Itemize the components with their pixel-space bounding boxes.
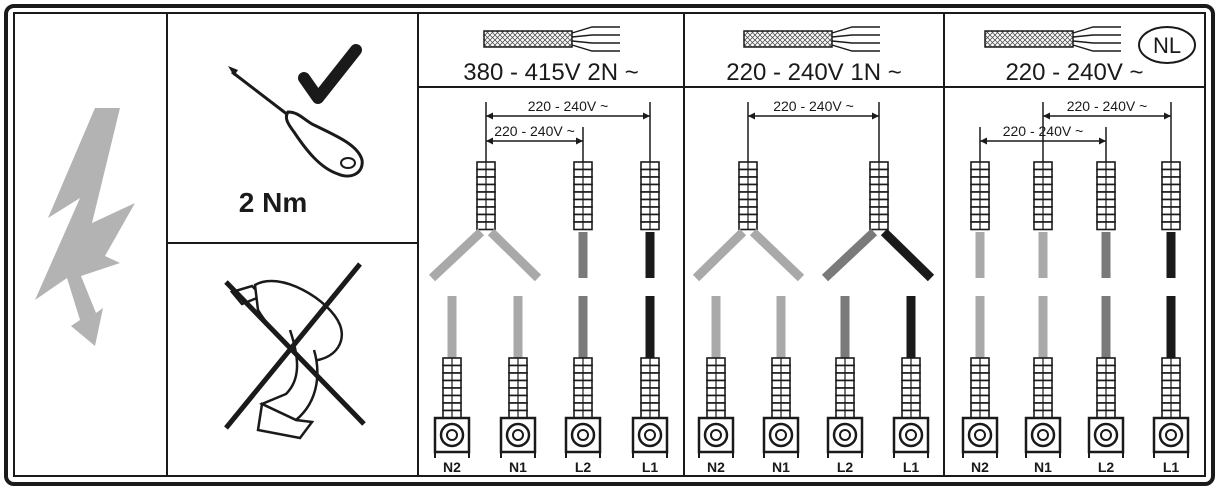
- connector-block: [573, 161, 593, 231]
- terminal-label: L2: [575, 459, 592, 475]
- inner-frame: [13, 12, 1206, 477]
- connector-block: [476, 161, 496, 231]
- terminal-label: N2: [971, 459, 989, 475]
- outer-frame: [4, 4, 1215, 486]
- connector-block: [970, 161, 990, 231]
- terminal-screw-icon: [1024, 416, 1062, 458]
- terminal-screw-icon: [961, 416, 999, 458]
- connector-block: [640, 357, 660, 419]
- terminal-screw-icon: [564, 416, 602, 458]
- connector-block: [771, 357, 791, 419]
- connector-block: [835, 357, 855, 419]
- wire: [487, 228, 542, 282]
- voltage-label: 220 - 240V ~: [773, 98, 854, 114]
- panel-2: 220 - 240V 1N ~ 220 - 240V ~ N2 N1 L2 L1: [692, 26, 935, 475]
- badge-outline: [1138, 26, 1196, 64]
- terminal-screw-icon: [762, 416, 800, 458]
- checkmark-icon: [298, 44, 362, 104]
- lightning-bolt-icon: [35, 108, 135, 346]
- connector-block: [706, 357, 726, 419]
- wire: [692, 228, 747, 282]
- supply-voltage-label: 380 - 415V 2N ~: [463, 59, 638, 86]
- voltage-label: 220 - 240V ~: [494, 123, 575, 139]
- connector-block: [970, 357, 990, 419]
- cable-icon: [743, 26, 880, 52]
- terminal-label: N2: [443, 459, 461, 475]
- terminal-screw-icon: [826, 416, 864, 458]
- cross-out-icon: [224, 262, 366, 430]
- voltage-label: 220 - 240V ~: [528, 98, 609, 114]
- terminal-screw-icon: [1152, 416, 1190, 458]
- connector-block: [640, 161, 660, 231]
- connector-block: [1161, 357, 1181, 419]
- wire: [821, 228, 878, 282]
- connector-block: [901, 357, 921, 419]
- terminal-label: N1: [772, 459, 790, 475]
- terminal-label: L2: [837, 459, 854, 475]
- supply-voltage-label: 220 - 240V ~: [1005, 59, 1143, 86]
- connector-block: [1033, 161, 1053, 231]
- terminal-label: N1: [1034, 459, 1052, 475]
- terminal-screw-icon: [1087, 416, 1125, 458]
- connector-block: [508, 357, 528, 419]
- connector-block: [869, 161, 889, 231]
- wire: [749, 228, 805, 282]
- cable-icon: [984, 26, 1121, 52]
- connector-block: [573, 357, 593, 419]
- power-drill-icon: [229, 279, 343, 440]
- terminal-label: L1: [642, 459, 659, 475]
- terminal-screw-icon: [499, 416, 537, 458]
- terminal-screw-icon: [433, 416, 471, 458]
- wiring-panels: 380 - 415V 2N ~ 220 - 240V ~ 220 - 240V ~ N…: [428, 26, 1196, 475]
- supply-voltage-label: 220 - 240V 1N ~: [726, 59, 901, 86]
- terminal-screw-icon: [631, 416, 669, 458]
- voltage-dimension: 220 - 240V ~: [1043, 98, 1171, 120]
- terminal-screw-icon: [697, 416, 735, 458]
- wire: [880, 228, 935, 282]
- voltage-dimension: 220 - 240V ~: [748, 98, 879, 120]
- country-code: NL: [1153, 33, 1181, 58]
- terminal-screw-icon: [892, 416, 930, 458]
- connector-block: [1161, 161, 1181, 231]
- terminal-label: L1: [1163, 459, 1180, 475]
- voltage-dimension: 220 - 240V ~: [486, 98, 650, 120]
- connector-block: [1096, 161, 1116, 231]
- voltage-dimension: 220 - 240V ~: [486, 123, 583, 145]
- terminal-label: L1: [903, 459, 920, 475]
- panel-1: 380 - 415V 2N ~ 220 - 240V ~ 220 - 240V ~ N…: [428, 26, 669, 475]
- terminal-label: N1: [509, 459, 527, 475]
- wire: [428, 228, 485, 282]
- connector-block: [1033, 357, 1053, 419]
- connector-block: [1096, 357, 1116, 419]
- country-badge: NL: [1138, 26, 1196, 64]
- terminal-label: N2: [707, 459, 725, 475]
- connector-block: [442, 357, 462, 419]
- voltage-label: 220 - 240V ~: [1067, 98, 1148, 114]
- torque-label: 2 Nm: [239, 187, 307, 218]
- cable-icon: [483, 26, 620, 52]
- screwdriver-icon: [228, 66, 364, 178]
- connector-block: [738, 161, 758, 231]
- terminal-label: L2: [1098, 459, 1115, 475]
